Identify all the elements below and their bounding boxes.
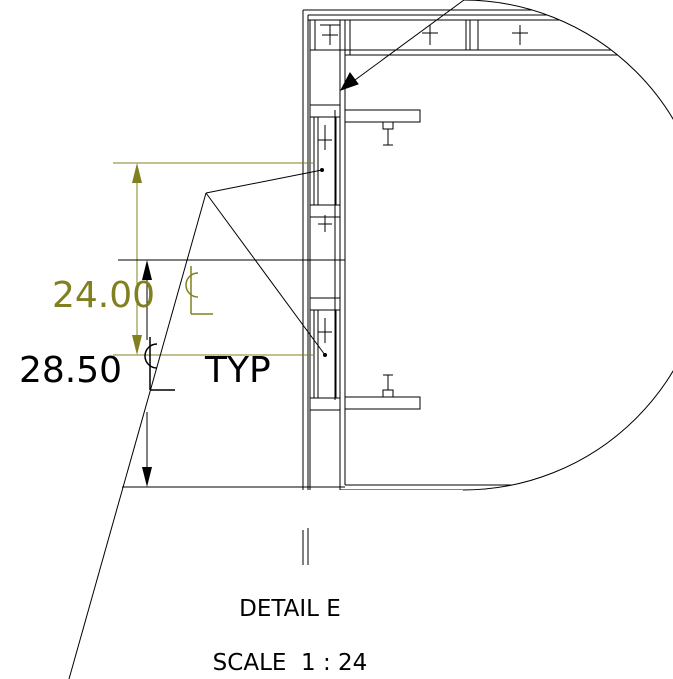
leader-lines	[68, 168, 327, 679]
wall-panel	[302, 9, 673, 490]
leader-dot-lower	[323, 353, 327, 357]
window-unit-upper	[309, 104, 341, 232]
arrowhead-up	[142, 260, 152, 280]
top-frame	[309, 19, 528, 55]
window-unit-lower	[309, 297, 341, 411]
shelf-bracket-upper	[344, 109, 421, 146]
detail-scale: SCALE 1 : 24	[213, 650, 368, 676]
typ-label: TYP	[204, 350, 271, 391]
floor-sill	[340, 484, 673, 490]
arrowhead-down	[132, 335, 142, 355]
dimension-28-50-value: 28.50	[19, 350, 122, 391]
leader-dot-upper	[320, 168, 324, 172]
dimension-24	[113, 162, 313, 356]
dimension-24-value: 24.00	[52, 275, 155, 316]
arrowhead-down	[142, 467, 152, 487]
detail-circle	[462, 0, 673, 491]
detail-title: DETAIL E	[239, 596, 341, 622]
vertical-posts	[309, 20, 346, 490]
detail-geometry	[302, 0, 673, 490]
wall-outside-detail	[302, 528, 309, 565]
centerline-symbol-black	[144, 337, 175, 391]
centerline-symbol-olive	[185, 266, 213, 315]
leader-arrow-top	[339, 0, 465, 91]
arrowhead-up	[132, 163, 142, 183]
dimension-28-50	[118, 259, 345, 488]
shelf-bracket-lower	[344, 374, 421, 410]
